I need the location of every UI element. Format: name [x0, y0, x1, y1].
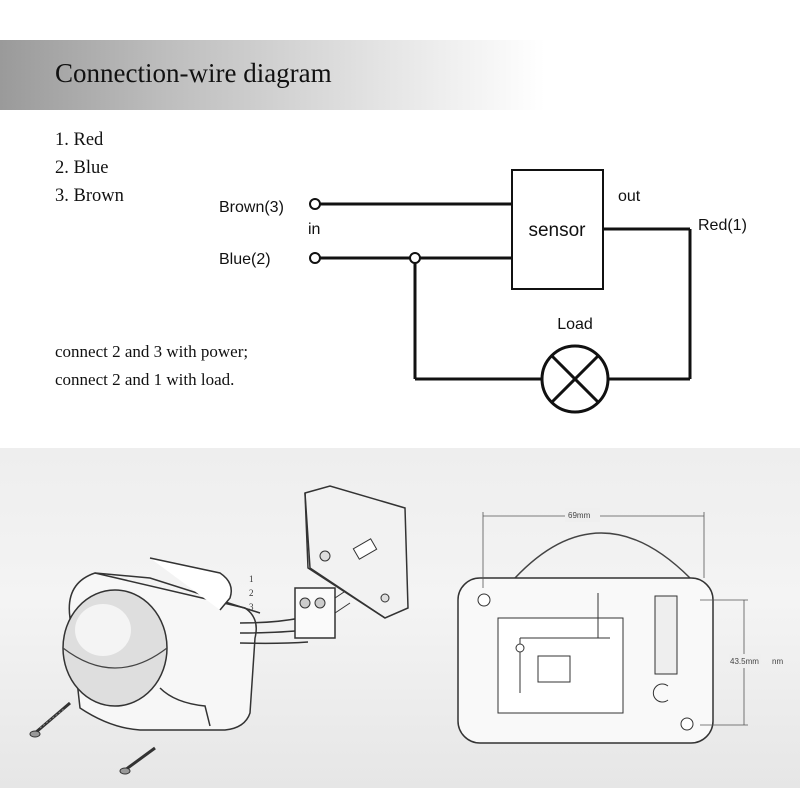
connection-instructions: connect 2 and 3 with power; connect 2 an… — [55, 338, 248, 394]
mounting-hole-icon — [680, 717, 694, 731]
label-load: Load — [557, 316, 593, 333]
instruction-power: connect 2 and 3 with power; — [55, 342, 249, 361]
sensor-dome-icon — [62, 589, 168, 707]
product-drawing: 1 2 3 — [29, 485, 783, 775]
sensor-body-drawing — [62, 557, 261, 731]
terminal-brown-icon — [309, 198, 321, 210]
screw-icon — [29, 701, 71, 738]
title-banner: Connection-wire diagram — [0, 40, 545, 110]
sensor-label: sensor — [528, 220, 586, 241]
label-blue: Blue(2) — [219, 251, 271, 268]
wire-number-1: 1 — [249, 574, 254, 584]
instruction-load: connect 2 and 1 with load. — [55, 370, 235, 389]
wires — [320, 202, 692, 381]
junction-icon — [409, 252, 421, 264]
label-red: Red(1) — [698, 217, 747, 234]
lamp-icon — [540, 344, 610, 414]
label-in: in — [308, 221, 320, 238]
terminal-blue-icon — [309, 252, 321, 264]
height-dimension-label: 43.5mm — [730, 657, 759, 666]
legend-item-red: 1. Red — [55, 130, 104, 150]
mounting-plate-drawing — [304, 485, 409, 619]
height-dimension-suffix: nm — [772, 657, 783, 666]
legend-item-brown: 3. Brown — [55, 186, 124, 206]
label-out: out — [618, 188, 641, 205]
mounting-hole-icon — [477, 593, 491, 607]
dimension-drawing — [457, 512, 748, 744]
screw-icon — [119, 746, 156, 775]
wiring-schematic: sensor Brown(3) in Blue(2) out Red(1) Lo… — [219, 169, 747, 414]
width-dimension-label: 69mm — [568, 511, 591, 520]
legend-item-blue: 2. Blue — [55, 158, 109, 178]
lamp-symbol-icon — [515, 643, 525, 653]
product-illustration-panel: 1 2 3 — [0, 448, 800, 788]
wire-color-legend: 1. Red 2. Blue 3. Brown — [55, 126, 124, 210]
ce-mark-icon — [652, 683, 669, 703]
sensor-box — [511, 169, 604, 290]
page-title: Connection-wire diagram — [55, 58, 332, 88]
terminal-block-drawing — [294, 587, 351, 639]
wire-number-3: 3 — [249, 602, 254, 612]
label-brown: Brown(3) — [219, 199, 284, 216]
wire-number-2: 2 — [249, 588, 254, 598]
